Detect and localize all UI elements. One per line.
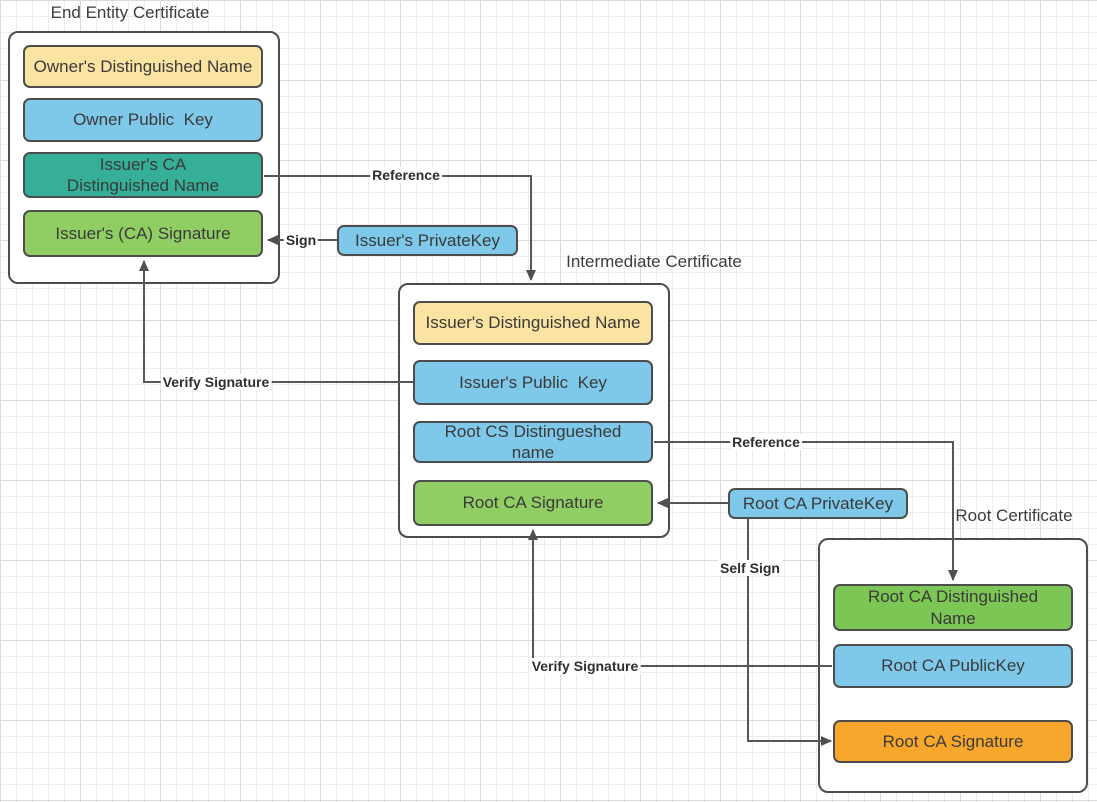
intermediate-certificate-title: Intermediate Certificate bbox=[566, 252, 742, 271]
field-owners-distinguished-name: Owner's Distinguished Name bbox=[23, 45, 263, 88]
field-issuers-ca-signature: Issuer's (CA) Signature bbox=[23, 210, 263, 257]
field-root-ca-signature-root: Root CA Signature bbox=[833, 720, 1073, 763]
issuers-privatekey-box: Issuer's PrivateKey bbox=[337, 225, 518, 256]
connector-label-sign: Sign bbox=[283, 232, 319, 248]
connector-label-reference-right: Reference bbox=[730, 434, 802, 450]
verify-signature-bottom-arrow bbox=[528, 529, 832, 667]
field-root-ca-distinguished-name: Root CA Distinguished Name bbox=[833, 584, 1073, 631]
root-ca-privatekey-box: Root CA PrivateKey bbox=[728, 488, 908, 519]
connector-label-self-sign: Self Sign bbox=[718, 560, 782, 576]
field-owner-public-key: Owner Public Key bbox=[23, 98, 263, 142]
root-certificate-title: Root Certificate bbox=[955, 506, 1073, 525]
field-root-ca-signature-intermediate: Root CA Signature bbox=[413, 480, 653, 526]
connector-label-verify-signature-left: Verify Signature bbox=[160, 374, 272, 390]
connector-label-verify-signature-bottom: Verify Signature bbox=[529, 658, 641, 674]
end-entity-certificate-title: End Entity Certificate bbox=[50, 3, 210, 22]
field-issuers-distinguished-name: Issuer's Distinguished Name bbox=[413, 301, 653, 345]
connector-label-reference-top: Reference bbox=[370, 167, 442, 183]
field-issuers-public-key: Issuer's Public Key bbox=[413, 360, 653, 405]
field-root-ca-publickey: Root CA PublicKey bbox=[833, 644, 1073, 688]
field-issuers-ca-distinguished-name: Issuer's CA Distinguished Name bbox=[23, 152, 263, 198]
field-root-cs-distingueshed-name: Root CS Distingueshed name bbox=[413, 421, 653, 463]
